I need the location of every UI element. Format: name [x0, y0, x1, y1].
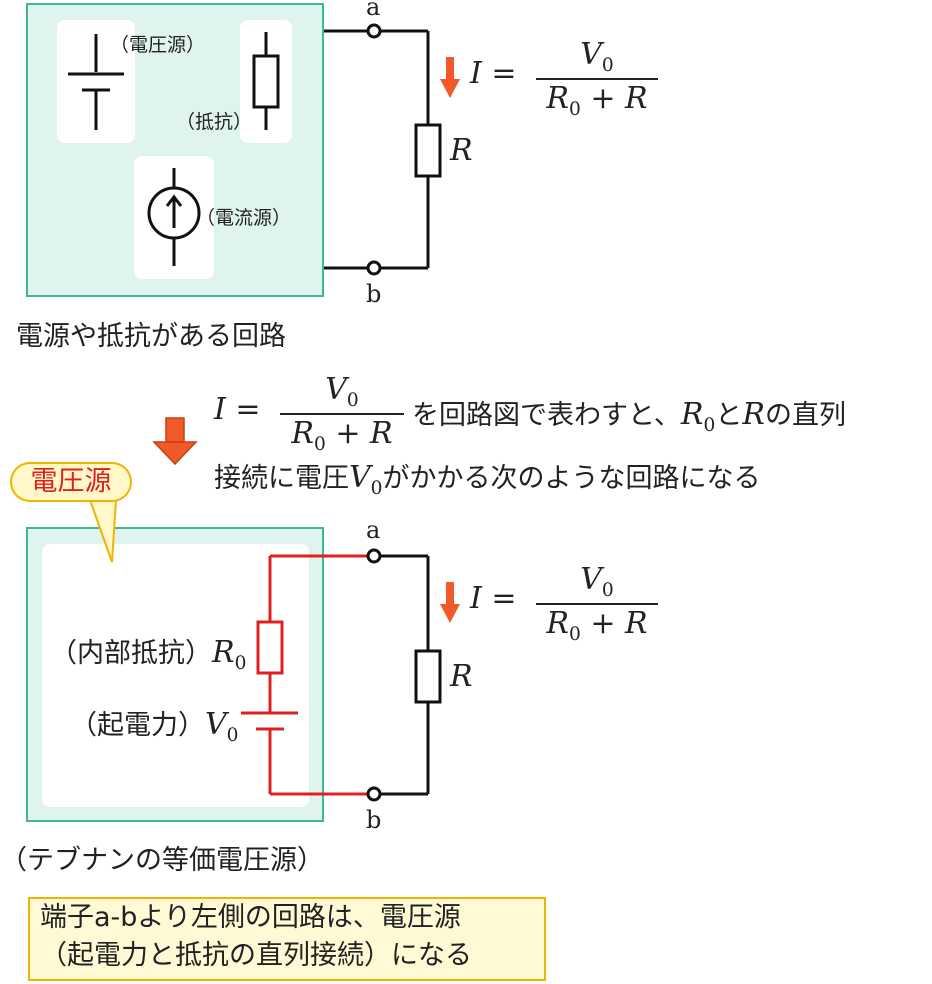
load-label-top: R	[450, 133, 473, 168]
label-emf: （起電力）V0	[70, 707, 239, 746]
bubble-tail-icon	[88, 499, 118, 563]
terminal-a-bottom: a	[366, 516, 381, 544]
explanation-line-1: を回路図で表わすと、R0とRの直列	[412, 397, 846, 436]
label-resistor: （抵抗）	[176, 111, 253, 133]
equation-lhs-top: I =	[470, 56, 517, 91]
voltage-source-bubble: 電圧源	[10, 462, 132, 502]
explanation-line-2: 接続に電圧V0がかかる次のような回路になる	[214, 460, 761, 499]
equivalent-source-card	[42, 544, 309, 807]
terminal-b-top: b	[366, 280, 382, 308]
caption-top: 電源や抵抗がある回路	[16, 321, 286, 352]
thevenin-source-circuit	[241, 554, 367, 796]
label-current-source: （電流源）	[196, 207, 292, 229]
terminal-a-top: a	[366, 0, 381, 21]
terminal-b-bottom: b	[366, 806, 382, 834]
current-arrow-icon	[440, 57, 460, 98]
load-label-bottom: R	[450, 659, 473, 694]
current-source-symbol-icon	[147, 168, 201, 266]
battery-symbol-icon	[68, 34, 124, 130]
summary-note: 端子a-bより左側の回路は、電圧源 （起電力と抵抗の直列接続）になる	[28, 897, 546, 981]
bottom-load-circuit	[366, 548, 442, 802]
caption-bottom: （テブナンの等価電圧源）	[0, 845, 324, 876]
resistor-symbol-icon	[252, 32, 280, 130]
label-internal-resistance: （内部抵抗）R0	[50, 635, 247, 674]
top-load-circuit	[324, 23, 442, 276]
current-arrow-icon	[440, 582, 460, 623]
summary-line-1: 端子a-bより左側の回路は、電圧源	[40, 902, 461, 933]
transform-down-arrow-icon	[152, 417, 198, 466]
equation-lhs-middle: I =	[214, 392, 261, 427]
summary-line-2: （起電力と抵抗の直列接続）になる	[40, 940, 472, 971]
label-voltage-source: （電圧源）	[110, 34, 206, 56]
equation-lhs-bottom: I =	[470, 581, 517, 616]
